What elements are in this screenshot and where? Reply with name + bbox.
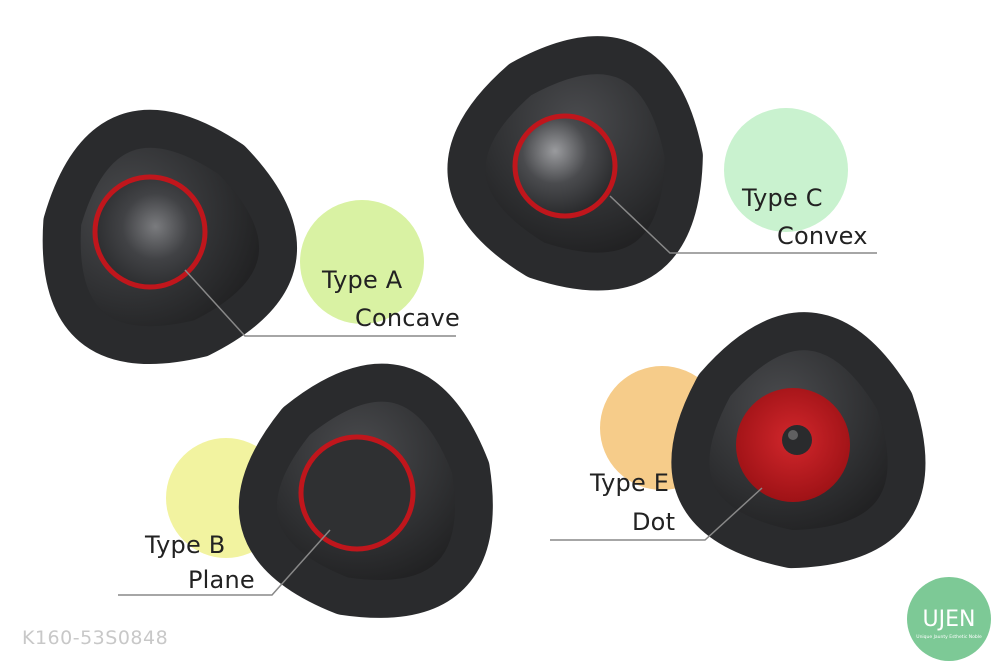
plane-label: Plane [188,566,255,594]
svg-text:Unique Jaunty Esthetic Noble: Unique Jaunty Esthetic Noble [916,634,982,640]
type-e-label: Type E [590,469,670,497]
svg-text:UJEN: UJEN [923,607,976,632]
type-c-accent-blob [724,108,848,232]
plane-cap [298,434,416,552]
type-c-leader-line [609,195,877,254]
convex-label: Convex [777,222,868,250]
concave-label: Concave [355,304,460,332]
dot-cap-center [782,425,812,455]
dot-label: Dot [632,508,676,536]
type-e-leader-line [550,487,763,541]
type-a-leader-line [184,269,456,337]
type-a-label: Type A [322,266,403,294]
concave-cap [92,174,208,290]
type-a-accent-blob [300,200,424,324]
dot-highlight [788,430,798,440]
type-c-label: Type C [742,184,823,212]
type-b-label: Type B [145,531,226,559]
convex-cap [512,113,618,219]
type-b-leader-line [118,529,331,596]
product-code: K160-53S0848 [22,627,169,649]
ujen-logo: UJEN Unique Jaunty Esthetic Noble [907,577,991,661]
